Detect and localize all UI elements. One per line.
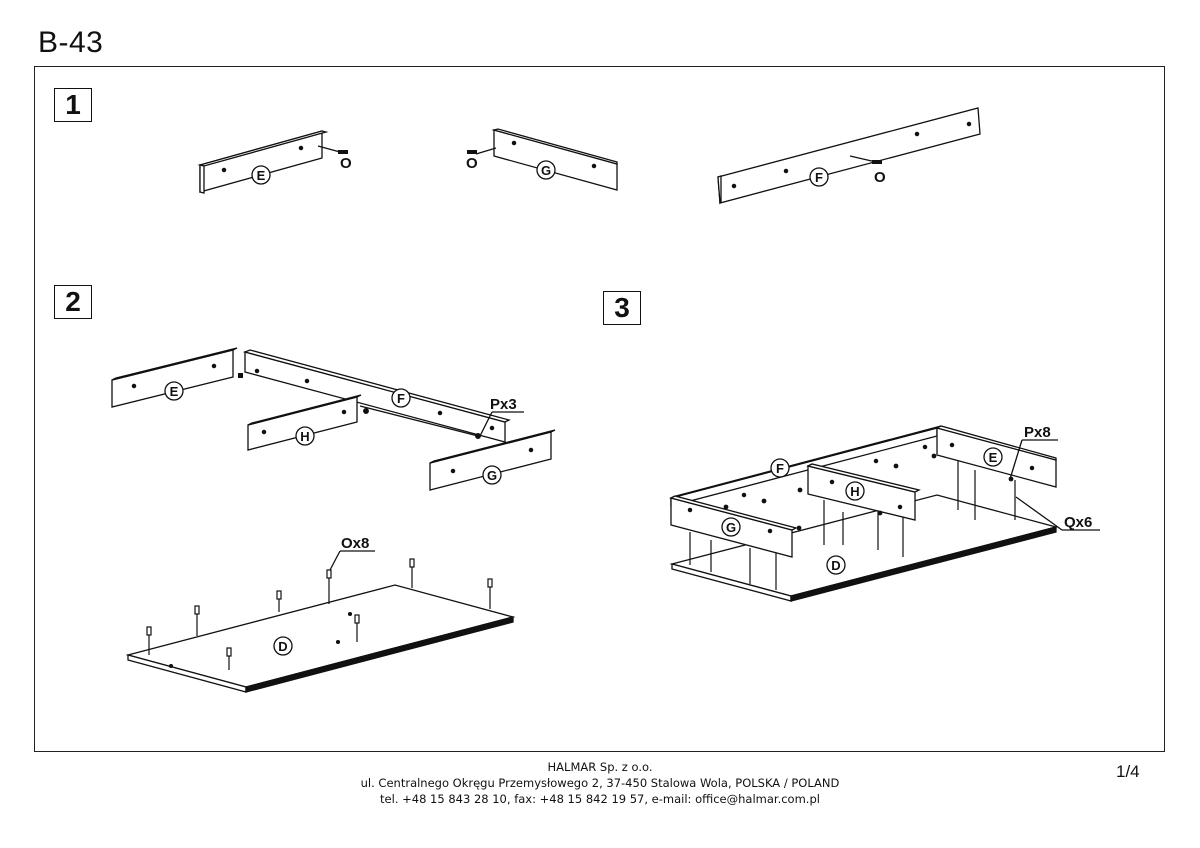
part-label: D [831, 558, 840, 573]
cam-locks [723, 453, 1014, 531]
company-name: HALMAR Sp. z o.o. [547, 760, 653, 774]
part-label: G [726, 520, 736, 535]
page-number: 1/4 [1116, 762, 1140, 781]
part-label: E [989, 450, 998, 465]
company-contact: tel. +48 15 843 28 10, fax: +48 15 842 1… [380, 792, 820, 806]
panel-g [669, 495, 798, 558]
part-label: H [300, 429, 309, 444]
panel-h [247, 394, 362, 451]
panel-g [429, 429, 556, 491]
part-label: F [776, 461, 784, 476]
hardware-callout: Ox8 [341, 535, 369, 552]
step-3-illustration: D F E [669, 424, 1100, 602]
dowel-pins [689, 460, 1016, 590]
part-label: F [397, 391, 405, 406]
step-1-illustration: E O O G F O [197, 107, 981, 205]
panel-h [806, 463, 921, 521]
panel-d [669, 494, 1059, 602]
part-label: D [278, 639, 287, 654]
panel-f [242, 349, 511, 443]
hardware-callout: Px8 [1024, 424, 1051, 441]
panel-f [717, 107, 981, 205]
step-3-number: 3 [603, 291, 641, 325]
company-address: ul. Centralnego Okręgu Przemysłowego 2, … [360, 776, 840, 790]
model-title: B-43 [38, 26, 104, 59]
panel-e [197, 130, 341, 194]
panel-e [935, 425, 1057, 488]
step-2-illustration: F E H G [111, 347, 556, 693]
panel-d [125, 558, 516, 693]
part-label: H [850, 484, 859, 499]
part-label: F [815, 170, 823, 185]
part-label: E [257, 168, 266, 183]
hardware-callout: Qx6 [1064, 514, 1092, 531]
hardware-label: O [466, 155, 478, 172]
hardware-callout: Px3 [490, 396, 517, 413]
part-label: G [541, 163, 551, 178]
part-label: G [487, 468, 497, 483]
dowel-pins [146, 558, 493, 670]
panel-g [475, 128, 618, 191]
part-label: E [170, 384, 179, 399]
hardware-label: O [340, 155, 352, 172]
hardware-label: O [874, 169, 886, 186]
company-footer: HALMAR Sp. z o.o. ul. Centralnego Okręgu… [0, 759, 1200, 807]
panel-e [111, 347, 238, 408]
step-1-number: 1 [54, 88, 92, 122]
step-2-number: 2 [54, 285, 92, 319]
instruction-frame [34, 66, 1165, 752]
